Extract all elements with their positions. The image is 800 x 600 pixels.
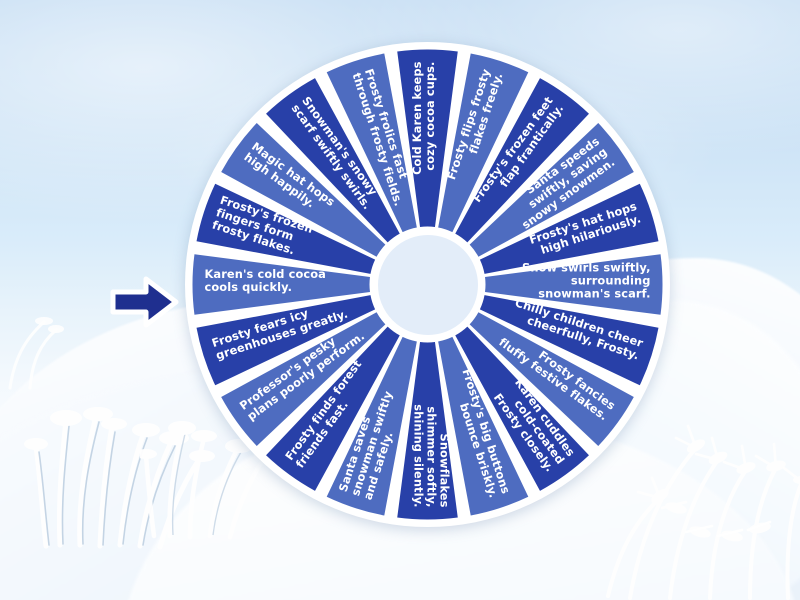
wheel-segment[interactable] bbox=[196, 183, 376, 274]
wheel-segment[interactable] bbox=[192, 254, 370, 315]
svg-text:Snow swirls swiftly,surroundin: Snow swirls swiftly,surroundingsnowman's… bbox=[522, 261, 650, 301]
svg-text:Snowflakesshimmer softly,shini: Snowflakesshimmer softly,shining silentl… bbox=[412, 404, 452, 507]
wheel-segment[interactable] bbox=[455, 78, 589, 243]
spinner-wheel[interactable]: Cold Karen keepscozy cocoa cups.Frosty f… bbox=[185, 42, 670, 527]
wheel-segment[interactable] bbox=[266, 326, 400, 491]
wheel-segment[interactable] bbox=[221, 312, 386, 446]
wheel-segment[interactable] bbox=[397, 49, 458, 227]
wheel-segment[interactable] bbox=[397, 342, 458, 520]
wheel-segment[interactable] bbox=[455, 326, 589, 491]
wheel-pointer-arrow bbox=[110, 276, 179, 328]
wheel-segment[interactable] bbox=[196, 295, 376, 386]
wheel-segments[interactable]: Cold Karen keepscozy cocoa cups.Frosty f… bbox=[185, 42, 670, 527]
wheel-segment[interactable] bbox=[266, 78, 400, 243]
wheel-segment[interactable] bbox=[326, 336, 417, 516]
wheel-segment-label: Snowflakesshimmer softly,shining silentl… bbox=[412, 404, 452, 507]
svg-text:Cold Karen keepscozy cocoa cup: Cold Karen keepscozy cocoa cups. bbox=[410, 61, 437, 175]
wheel-segment[interactable] bbox=[479, 295, 659, 386]
wheel-segment-label: Cold Karen keepscozy cocoa cups. bbox=[410, 61, 437, 175]
wheel-segment[interactable] bbox=[438, 336, 529, 516]
wheel-hub[interactable] bbox=[373, 230, 482, 339]
wheel-segment[interactable] bbox=[438, 53, 529, 233]
wheel-segment[interactable] bbox=[479, 183, 659, 274]
wheel-segment[interactable] bbox=[469, 312, 634, 446]
wheel-segment[interactable] bbox=[221, 123, 386, 257]
wheel-segment[interactable] bbox=[469, 123, 634, 257]
wheel-segment[interactable] bbox=[485, 254, 663, 315]
wheel-segment[interactable] bbox=[326, 53, 417, 233]
